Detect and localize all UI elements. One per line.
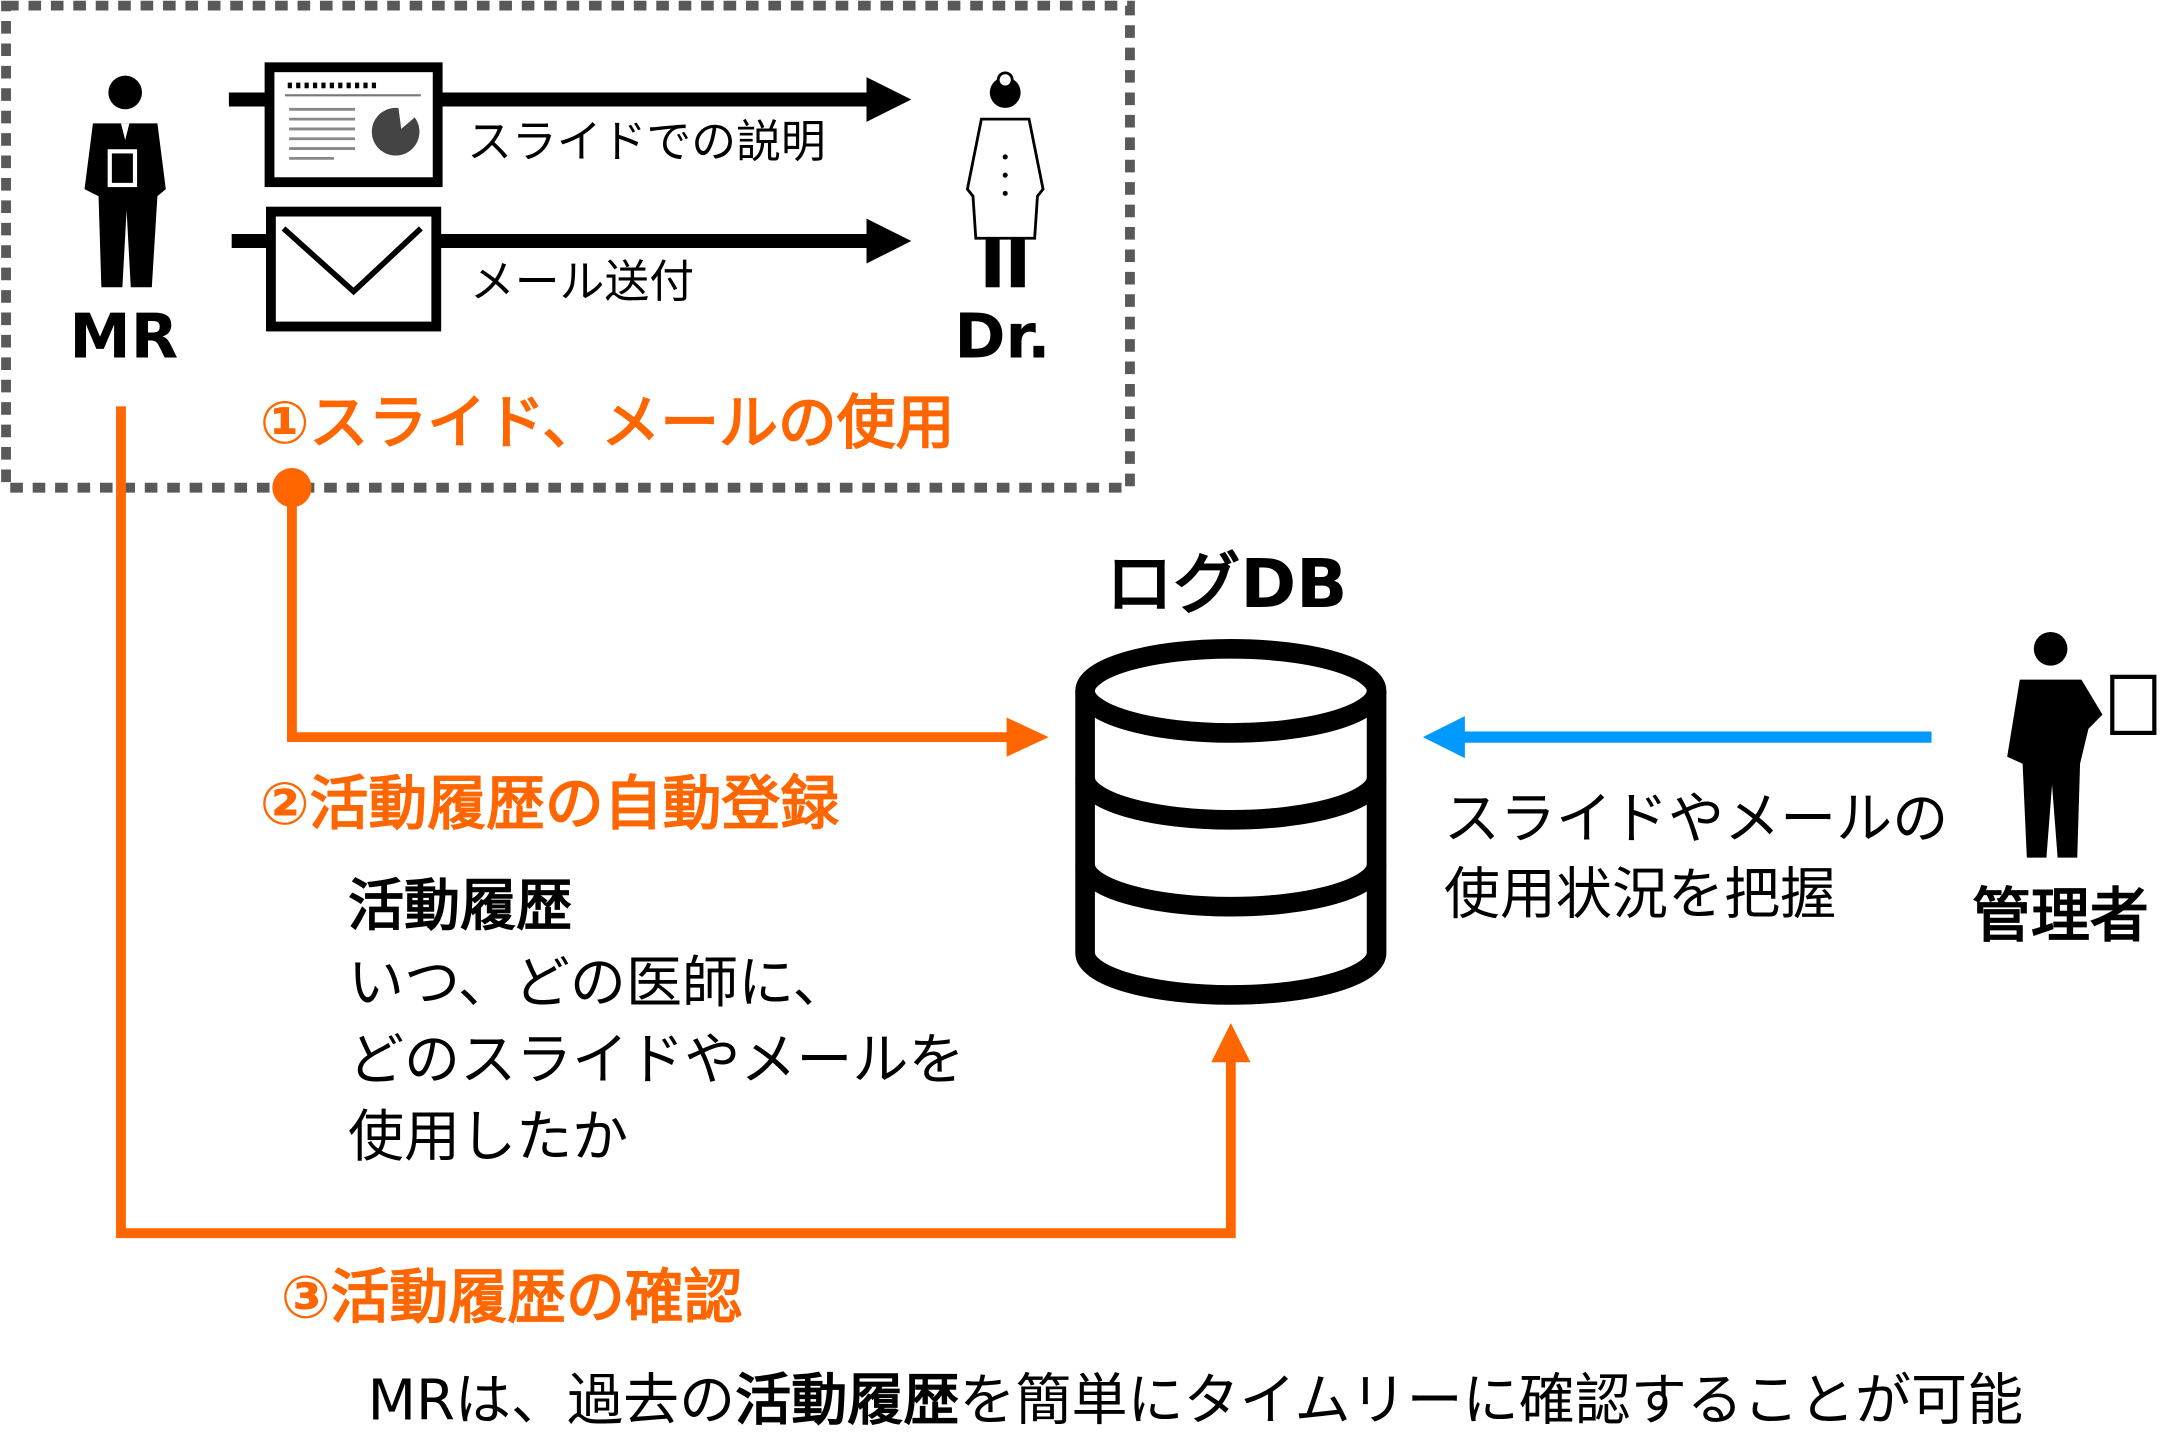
admin-note-line: スライドやメールの	[1444, 787, 1948, 852]
admin-person-icon	[2007, 632, 2157, 858]
slide-explanation-label: スライドでの説明	[467, 115, 826, 168]
history-line: 使用したか	[348, 1105, 628, 1170]
step1-label: ①スライド、メールの使用	[260, 388, 955, 457]
footer-post: を簡単にタイムリーに確認することが可能	[959, 1369, 2023, 1434]
db-label: ログDB	[1106, 545, 1348, 623]
mr-label: MR	[69, 300, 178, 372]
history-title: 活動履歴	[348, 874, 572, 939]
history-line: どのスライドやメールを	[348, 1028, 965, 1093]
history-line: いつ、どの医師に、	[348, 951, 849, 1016]
mail-icon	[266, 206, 442, 332]
admin-label: 管理者	[1972, 881, 2149, 950]
footer-bold: 活動履歴	[735, 1369, 959, 1434]
doctor-person-icon	[965, 71, 1045, 288]
footer-summary: MRは、過去の活動履歴を簡単にタイムリーに確認することが可能	[368, 1369, 2024, 1434]
slide-icon	[264, 62, 443, 188]
usage-scope-frame	[1, 0, 1135, 493]
admin-note-line: 使用状況を把握	[1444, 863, 1836, 928]
history-check-arrow	[116, 406, 1251, 1239]
mail-send-label: メール送付	[470, 255, 694, 308]
database-icon	[1075, 639, 1387, 1005]
admin-monitor-arrow	[1422, 716, 1932, 759]
footer-pre: MRは、過去の	[368, 1369, 736, 1434]
step3-label: ③活動履歴の確認	[281, 1262, 743, 1331]
mr-person-icon	[84, 75, 166, 288]
auto-register-arrow	[272, 468, 1049, 757]
doctor-label: Dr.	[954, 300, 1050, 372]
step2-label: ②活動履歴の自動登録	[260, 769, 841, 838]
